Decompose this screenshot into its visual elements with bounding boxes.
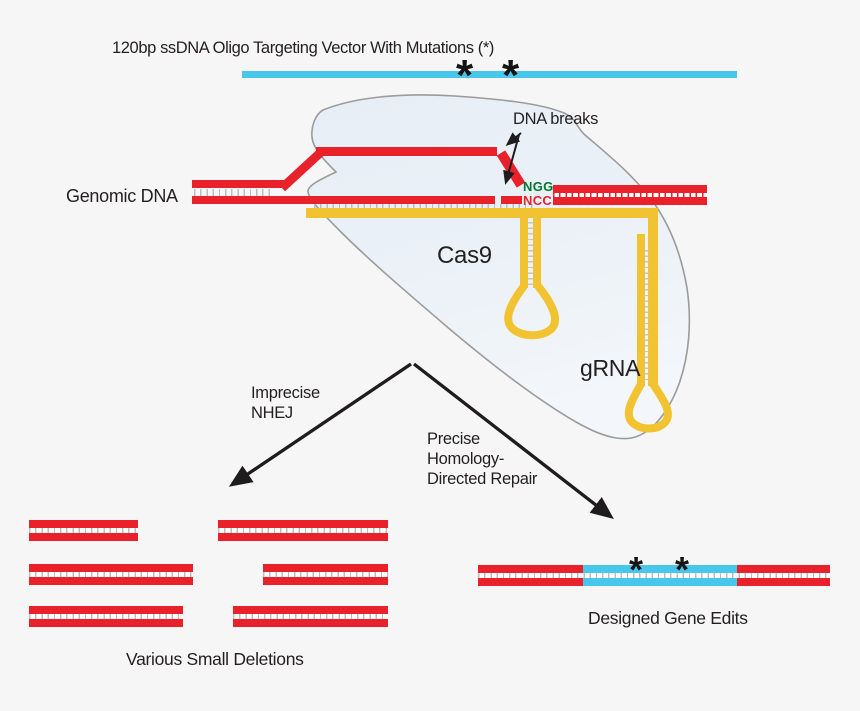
deletion-fragment-5	[29, 606, 183, 627]
dna-breaks-label: DNA breaks	[513, 110, 599, 128]
ssdna-oligo-line	[242, 71, 737, 78]
fragment-top-strand	[263, 564, 388, 572]
hdr-line-1: Precise	[427, 430, 480, 448]
fragment-top-strand	[29, 606, 183, 614]
edited-dna-bottom-strand	[478, 578, 830, 586]
genomic-top-strand-displaced	[316, 147, 497, 156]
dna-rna-hybrid-ticks	[314, 204, 533, 208]
grna-hairpin2-loop	[624, 381, 672, 433]
grna-hairpin1-loop	[504, 283, 559, 340]
fragment-top-strand	[29, 520, 138, 528]
hdr-pathway-arrow	[412, 362, 614, 520]
dna-break-arrow-top	[505, 132, 522, 146]
genomic-left-basepair-ticks	[194, 189, 272, 196]
right-dsdna-bottom-strand	[553, 197, 707, 205]
grna-backbone	[306, 208, 658, 386]
nhej-pathway-arrow	[228, 362, 412, 487]
fragment-bottom-strand	[29, 533, 138, 541]
title: 120bp ssDNA Oligo Targeting Vector With …	[112, 39, 495, 57]
deletion-fragment-4	[263, 564, 388, 585]
deletion-fragment-1	[29, 520, 138, 541]
top-strand-left-diagonal	[278, 149, 324, 192]
dna-break-arrow-bottom	[503, 134, 520, 185]
cut-strand-diagonal	[496, 150, 526, 188]
deletion-fragment-3	[29, 564, 193, 585]
fragment-ticks	[263, 572, 388, 577]
pam-ncc-label: NCC	[523, 193, 553, 208]
fragment-bottom-strand	[233, 619, 388, 627]
nhej-line-2: NHEJ	[251, 404, 293, 422]
genomic-bottom-strand-cut-piece	[501, 196, 522, 204]
fragment-ticks	[218, 528, 388, 533]
fragment-bottom-strand	[29, 577, 193, 585]
fragment-ticks	[233, 614, 388, 619]
edited-insert	[583, 565, 737, 573]
deletions-caption: Various Small Deletions	[126, 649, 304, 669]
hdr-pathway-label: Precise Homology- Directed Repair	[427, 429, 537, 489]
edit-asterisk-1: *	[629, 549, 644, 590]
nhej-line-1: Imprecise	[251, 384, 320, 402]
gene-edits-caption: Designed Gene Edits	[588, 608, 748, 628]
nhej-pathway-label: Imprecise NHEJ	[251, 383, 320, 423]
cas9-protein-blob	[307, 94, 691, 440]
fragment-top-strand	[233, 606, 388, 614]
cas9-label: Cas9	[437, 242, 492, 269]
deletion-fragment-2	[218, 520, 388, 541]
fragment-ticks	[29, 614, 183, 619]
oligo-mutation-asterisk-1: *	[456, 51, 474, 100]
pam-ngg-label: NGG	[523, 179, 554, 194]
edited-dna-basepair-ticks	[478, 573, 830, 578]
edited-right-arm	[737, 565, 830, 573]
oligo-mutation-asterisk-2: *	[502, 51, 520, 100]
edited-insert	[583, 578, 737, 586]
edited-left-arm	[478, 578, 583, 586]
fragment-top-strand	[218, 520, 388, 528]
hdr-line-3: Directed Repair	[427, 470, 538, 488]
genomic-dna-label: Genomic DNA	[66, 186, 178, 206]
edited-dna-top-strand	[478, 565, 830, 573]
hdr-line-2: Homology-	[427, 450, 505, 468]
deletion-fragment-6	[233, 606, 388, 627]
fragment-bottom-strand	[263, 577, 388, 585]
fragment-bottom-strand	[29, 619, 183, 627]
grna-label: gRNA	[580, 355, 641, 381]
hairpin1-basepair-ticks	[528, 222, 533, 285]
fragment-top-strand	[29, 564, 193, 572]
edited-right-arm	[737, 578, 830, 586]
hairpin2-basepair-ticks	[645, 250, 649, 382]
fragment-ticks	[29, 528, 138, 533]
edited-left-arm	[478, 565, 583, 573]
right-dsdna-top-strand	[553, 185, 707, 193]
genomic-top-strand-left	[192, 180, 285, 188]
fragment-bottom-strand	[218, 533, 388, 541]
genomic-bottom-strand	[192, 196, 495, 204]
edit-asterisk-2: *	[675, 549, 690, 590]
right-dsdna-basepair-ticks	[553, 193, 707, 197]
fragment-ticks	[29, 572, 193, 577]
